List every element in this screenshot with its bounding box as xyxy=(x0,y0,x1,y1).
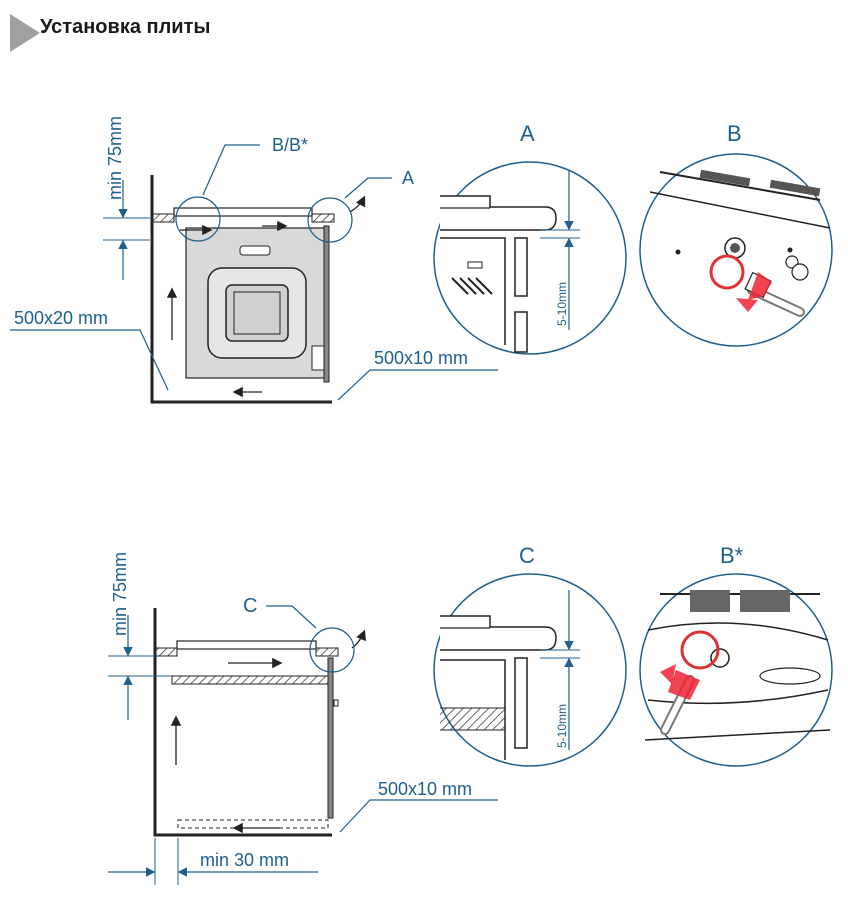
oven-door xyxy=(323,225,330,383)
cabinet-front xyxy=(327,657,334,819)
detail-a xyxy=(433,161,627,355)
detail-b xyxy=(639,153,833,347)
bottom-cabinet-diagram xyxy=(108,605,498,885)
bottom-vent-right-label: 500x10 mm xyxy=(378,779,472,799)
top-bb-label: B/B* xyxy=(272,135,308,155)
detail-bstar-title: B* xyxy=(720,543,744,568)
cabinet-wall xyxy=(150,175,332,404)
top-a-label: A xyxy=(402,168,414,188)
bottom-c-label: C xyxy=(243,595,257,617)
worktop-right xyxy=(311,213,335,223)
detail-a-dim: 5-10mm xyxy=(555,282,569,326)
bottom-min75-label: min 75mm xyxy=(110,552,130,636)
detail-c xyxy=(433,573,627,767)
detail-a-title: A xyxy=(520,121,535,146)
top-vent-right-label: 500x10 mm xyxy=(374,348,468,368)
top-min75-label: min 75mm xyxy=(105,116,125,200)
worktop-left xyxy=(151,213,175,223)
detail-c-dim: 5-10mm xyxy=(555,704,569,748)
cabinet-wall-bottom xyxy=(153,608,332,837)
top-cabinet-diagram xyxy=(10,144,498,404)
detail-circle-bb xyxy=(175,196,221,242)
detail-c-title: C xyxy=(519,543,535,568)
detail-bstar xyxy=(639,573,833,767)
bottom-min30-label: min 30 mm xyxy=(200,850,289,870)
page-title: Установка плиты xyxy=(40,16,211,38)
top-vent-left-label: 500x20 mm xyxy=(14,308,108,328)
hob-plate xyxy=(173,207,313,217)
shelf xyxy=(171,675,331,685)
detail-circle-a xyxy=(307,197,353,243)
detail-b-title: B xyxy=(727,121,742,146)
title-marker xyxy=(10,14,40,52)
